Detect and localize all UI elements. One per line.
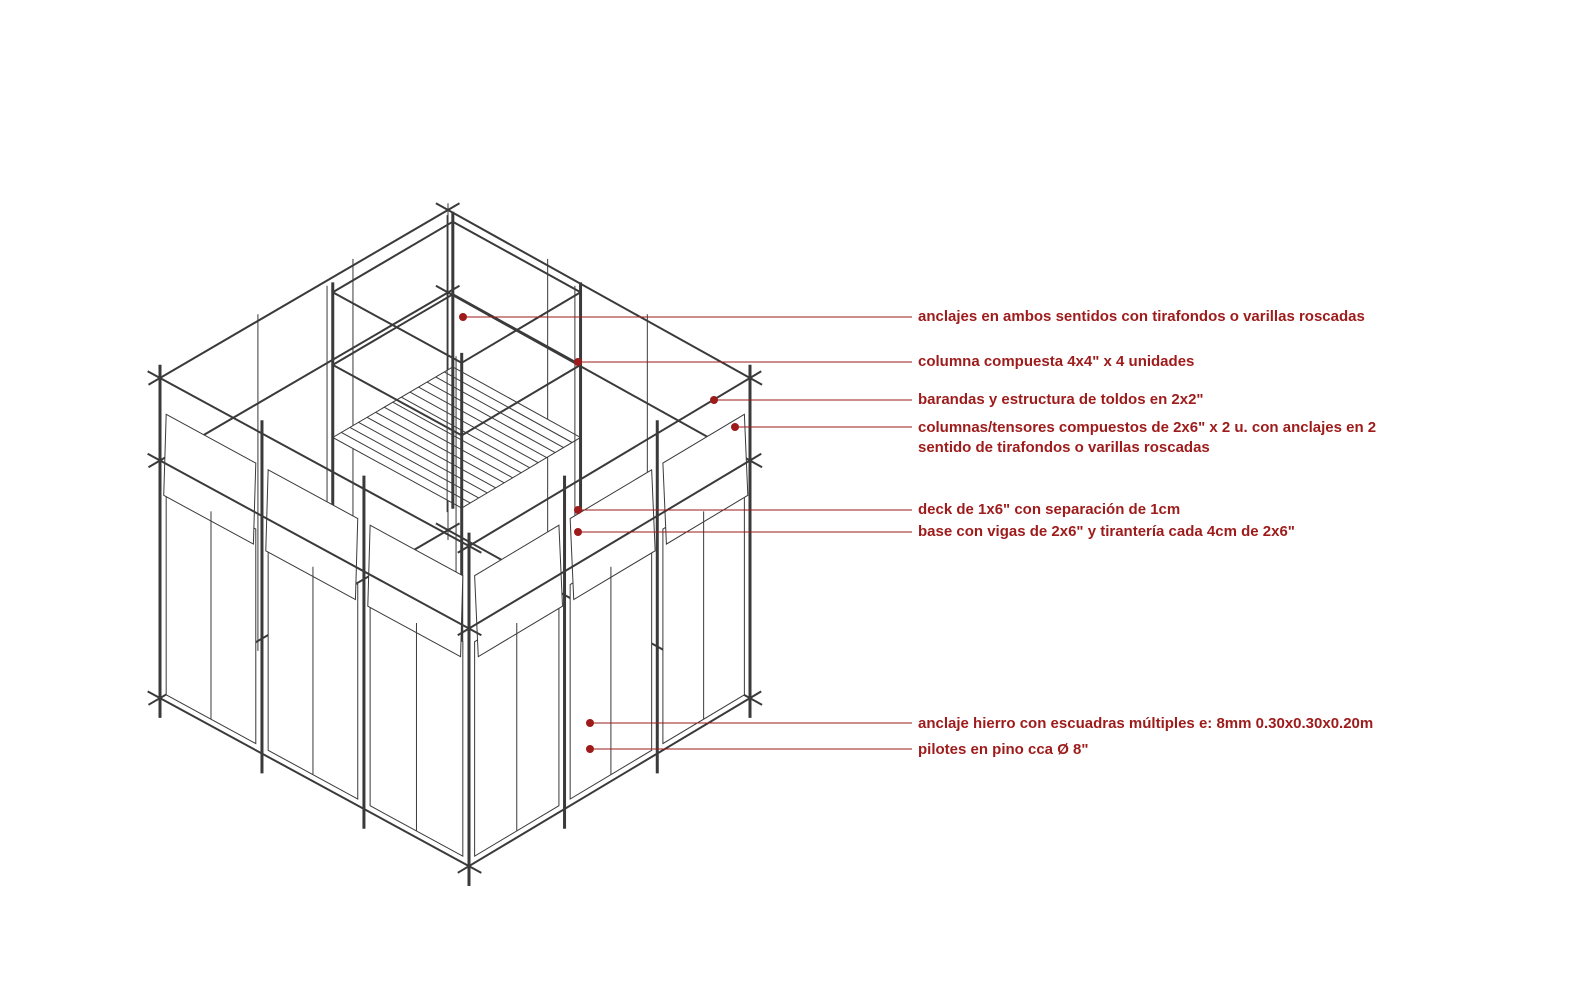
awning-panel-left xyxy=(569,468,656,601)
deck-slat xyxy=(349,426,479,499)
leader-dot xyxy=(574,528,582,536)
inner-rail xyxy=(452,220,582,294)
deck-slat xyxy=(392,401,522,474)
inner-rail xyxy=(461,364,582,437)
front-right-rail xyxy=(147,690,482,874)
annotation-pilotes: pilotes en pino cca Ø 8" xyxy=(918,741,1089,758)
inner-rail xyxy=(461,291,582,364)
leader-dot xyxy=(731,423,739,431)
inner-rail xyxy=(332,293,454,366)
leader-dot xyxy=(586,745,594,753)
leader-dot xyxy=(586,719,594,727)
back-left-rail xyxy=(147,202,461,386)
annotation-columna: columna compuesta 4x4" x 4 unidades xyxy=(918,353,1195,370)
awning-panel-left xyxy=(474,524,564,658)
deck-slat xyxy=(366,416,496,489)
annotation-columnas-tensores: columnas/tensores compuestos de 2x6" x 2… xyxy=(918,418,1376,458)
annotation-columnas-tensores-line2: sentido de tirafondos o varillas roscada… xyxy=(918,439,1210,456)
front-left-rail xyxy=(457,690,762,874)
front-left-rail xyxy=(457,452,762,637)
leader-dot xyxy=(574,506,582,514)
annotation-columnas-tensores-line1: columnas/tensores compuestos de 2x6" x 2… xyxy=(918,419,1377,436)
awning-panel-right xyxy=(367,524,464,658)
leader-dot xyxy=(574,358,582,366)
awning-panel-left xyxy=(662,413,749,545)
annotation-deck: deck de 1x6" con separación de 1cm xyxy=(918,501,1181,518)
inner-rail xyxy=(332,220,454,294)
inner-rail xyxy=(332,363,463,437)
deck-slat xyxy=(341,431,471,504)
front-right-rail xyxy=(147,370,482,554)
back-right-rail xyxy=(435,202,763,386)
deck-slat xyxy=(375,411,505,484)
deck-slat xyxy=(383,406,513,479)
awning-panel-right xyxy=(163,413,257,545)
annotation-anclaje-hierro: anclaje hierro con escuadras múltiples e… xyxy=(918,715,1374,732)
annotation-base: base con vigas de 2x6" y tirantería cada… xyxy=(918,523,1295,540)
awning-panel-right xyxy=(265,468,359,601)
annotation-barandas: barandas y estructura de toldos en 2x2" xyxy=(918,391,1204,408)
inner-rail xyxy=(452,293,582,366)
leader-dot xyxy=(459,313,467,321)
leader-dot xyxy=(710,396,718,404)
deck-slat xyxy=(358,421,488,494)
annotation-anclajes: anclajes en ambos sentidos con tirafondo… xyxy=(918,308,1365,325)
front-right-rail xyxy=(147,452,482,637)
